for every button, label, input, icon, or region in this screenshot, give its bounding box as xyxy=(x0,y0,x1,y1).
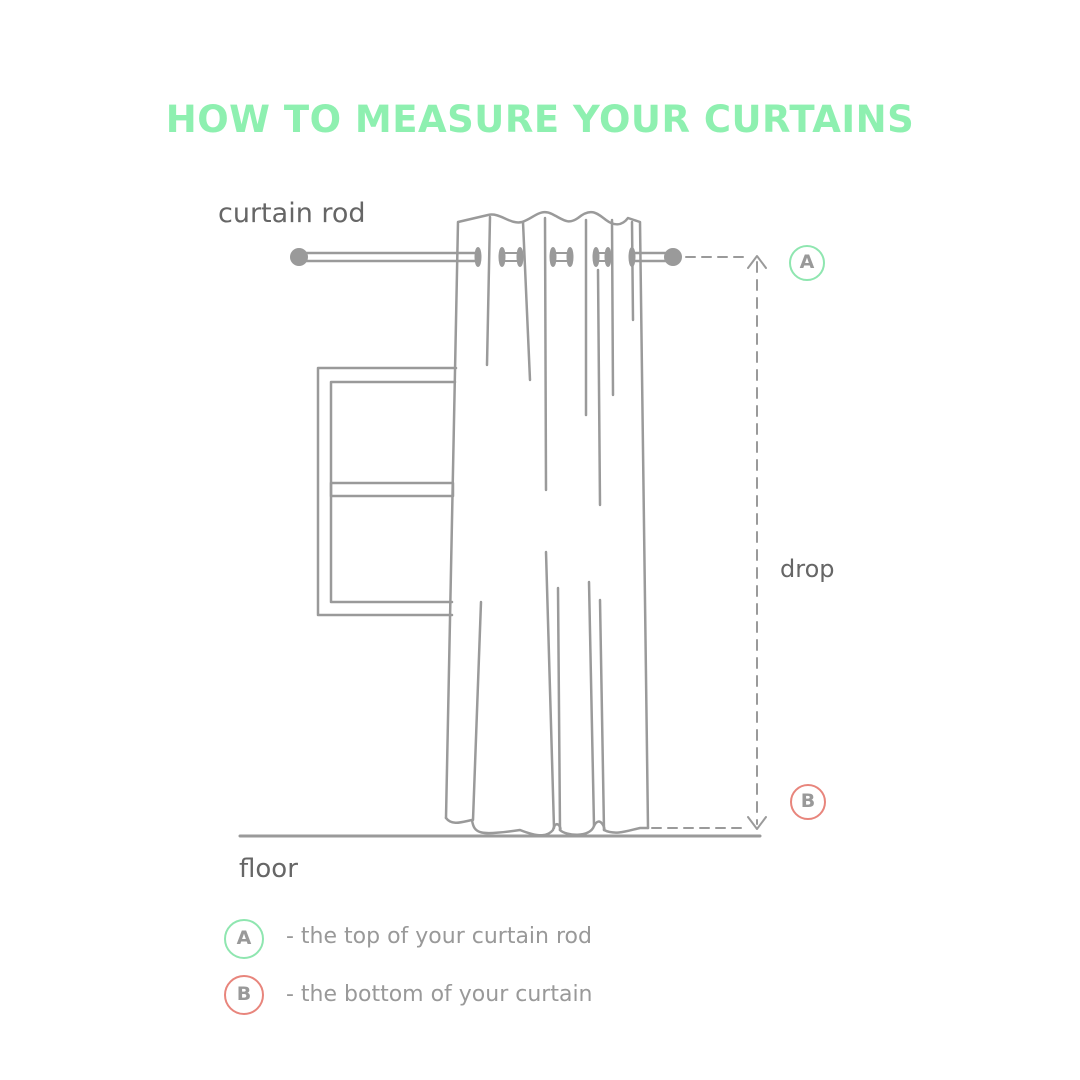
measure-arrow xyxy=(651,255,767,830)
legend-text-a: - the top of your curtain rod xyxy=(286,924,592,949)
drop-label: drop xyxy=(780,555,835,583)
curtain-rod-label: curtain rod xyxy=(218,198,366,229)
window xyxy=(316,366,458,617)
page-title: HOW TO MEASURE YOUR CURTAINS xyxy=(165,98,915,141)
marker-b: B xyxy=(790,784,826,820)
curtain xyxy=(444,210,650,837)
floor-label: floor xyxy=(239,854,298,884)
marker-a: A xyxy=(789,245,825,281)
legend-marker-a: A xyxy=(224,919,264,959)
legend-marker-b: B xyxy=(224,975,264,1015)
legend-text-b: - the bottom of your curtain xyxy=(286,982,593,1007)
curtain-rod xyxy=(290,248,682,266)
